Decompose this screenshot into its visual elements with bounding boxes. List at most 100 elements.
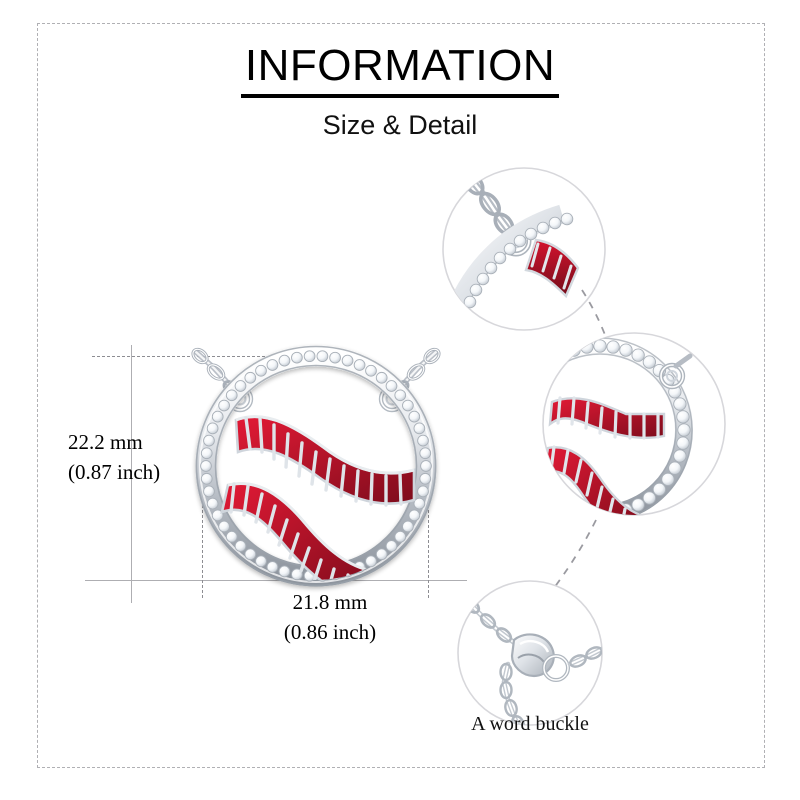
- pave-stone: [206, 422, 219, 435]
- pave-stone: [631, 348, 645, 362]
- guide-line-horizontal-bottom: [85, 580, 467, 581]
- pave-stone: [278, 565, 291, 578]
- pave-stone: [402, 520, 414, 533]
- pave-stone: [676, 436, 690, 450]
- pave-stone: [255, 364, 267, 377]
- pave-stone: [234, 380, 247, 392]
- pave-stone: [543, 355, 558, 369]
- pave-stone: [420, 460, 432, 472]
- pave-stone: [365, 555, 377, 568]
- pave-stone: [484, 261, 498, 275]
- detail-circle-clasp: [457, 580, 603, 726]
- pave-stone: [606, 340, 620, 354]
- pave-stone: [513, 234, 527, 248]
- pave-stone: [519, 386, 531, 398]
- pave-stone: [413, 422, 426, 435]
- pave-stone: [580, 340, 594, 354]
- pave-stone: [200, 472, 213, 485]
- pave-stone: [203, 434, 215, 447]
- pave-stone: [385, 540, 398, 552]
- pave-stone: [511, 437, 523, 449]
- pave-stone: [526, 374, 538, 386]
- pave-stone: [291, 351, 303, 364]
- pave-stone: [200, 447, 213, 460]
- pave-stone: [463, 295, 477, 309]
- pave-stone: [469, 283, 483, 297]
- pave-stone: [365, 364, 377, 377]
- pave-stone: [203, 485, 215, 498]
- pave-stone: [200, 460, 212, 472]
- dimension-label-height: 22.2 mm (0.87 inch): [68, 428, 160, 488]
- heading-block: INFORMATION Size & Detail: [0, 41, 800, 141]
- pave-stone: [413, 497, 426, 510]
- pave-stone: [514, 398, 526, 410]
- pave-stone: [266, 561, 279, 573]
- pave-stone: [677, 423, 691, 437]
- pave-stone: [555, 348, 569, 362]
- pave-stone: [316, 350, 329, 363]
- pave-stone: [631, 498, 645, 512]
- dimension-width-mm: 21.8 mm: [292, 590, 368, 614]
- pave-stone: [567, 503, 581, 515]
- pave-stone: [457, 307, 471, 321]
- pave-stone: [385, 380, 398, 392]
- title-underline: [241, 93, 559, 98]
- pave-stone: [218, 399, 230, 412]
- guide-line-pendant-left: [202, 470, 203, 598]
- pave-stone: [225, 389, 238, 402]
- pave-stone: [255, 555, 267, 568]
- pave-stone: [668, 461, 682, 475]
- pave-stone: [419, 472, 432, 485]
- extension-chain: [499, 661, 526, 725]
- pave-stone: [661, 472, 675, 487]
- clasp-caption: A word buckle: [471, 713, 589, 735]
- pave-stone: [419, 447, 432, 460]
- pave-stone: [225, 530, 238, 543]
- seam-upper: [234, 415, 416, 507]
- pave-stone: [514, 450, 526, 462]
- main-pendant-group: [191, 345, 441, 587]
- pave-stone: [278, 354, 291, 367]
- seam-lower: [220, 482, 370, 580]
- pave-stone: [555, 498, 569, 512]
- pave-stone: [543, 491, 558, 505]
- pave-stone: [476, 272, 490, 286]
- pave-stone: [303, 350, 316, 363]
- stitch-marks-upper: [244, 416, 403, 507]
- guide-line-horizontal-top: [92, 356, 340, 357]
- pave-stone: [543, 482, 548, 497]
- detail-circle-pendant-closeup: [511, 332, 726, 516]
- pave-stone: [560, 212, 574, 226]
- dimension-height-inch: (0.87 inch): [68, 459, 161, 484]
- pave-stone: [526, 473, 538, 485]
- page-title: INFORMATION: [244, 41, 556, 90]
- pave-stone: [493, 251, 507, 265]
- pave-stone: [402, 399, 414, 412]
- pave-stone: [341, 354, 354, 367]
- pave-stone: [394, 389, 407, 402]
- connector-dashed-2: [547, 519, 597, 597]
- pave-stone: [394, 530, 407, 543]
- pave-stone: [417, 485, 429, 498]
- pave-stone: [548, 216, 562, 230]
- pave-stone: [375, 371, 388, 384]
- pave-stone: [234, 540, 247, 552]
- pave-stone: [511, 411, 523, 423]
- pave-stone: [206, 497, 219, 510]
- pave-stone: [244, 371, 257, 384]
- pave-stone: [353, 359, 366, 371]
- pave-stone: [642, 491, 657, 505]
- pave-stone: [408, 509, 421, 522]
- pave-stone: [673, 449, 687, 463]
- pave-stone: [244, 548, 257, 561]
- pave-stone: [676, 410, 690, 424]
- dimension-label-width: 21.8 mm (0.86 inch): [230, 588, 430, 648]
- pave-stone: [503, 242, 517, 256]
- detail-circle-chain-bail: [442, 167, 606, 331]
- pave-stone: [218, 520, 230, 533]
- pave-stone: [417, 434, 429, 447]
- pave-stone: [652, 482, 667, 497]
- pave-stone: [673, 397, 687, 411]
